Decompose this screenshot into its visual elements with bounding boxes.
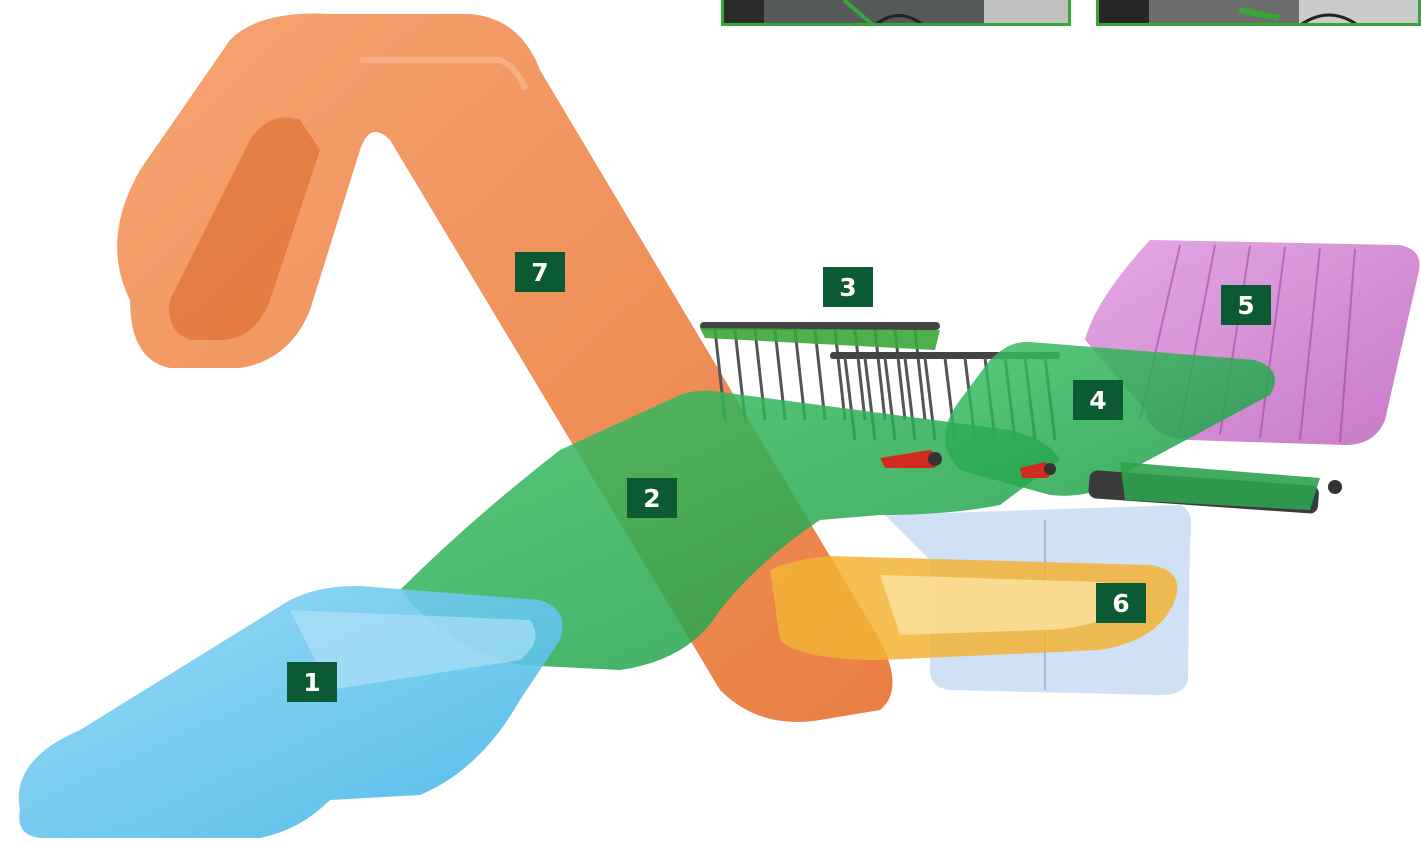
badge-6: 6 (1096, 583, 1146, 623)
badge-3: 3 (823, 267, 873, 307)
badge-2: 2 (627, 478, 677, 518)
part-1-blue-tray (19, 586, 563, 838)
badge-1: 1 (287, 662, 337, 702)
badge-4: 4 (1073, 380, 1123, 420)
badge-5: 5 (1221, 285, 1271, 325)
badge-7: 7 (515, 252, 565, 292)
